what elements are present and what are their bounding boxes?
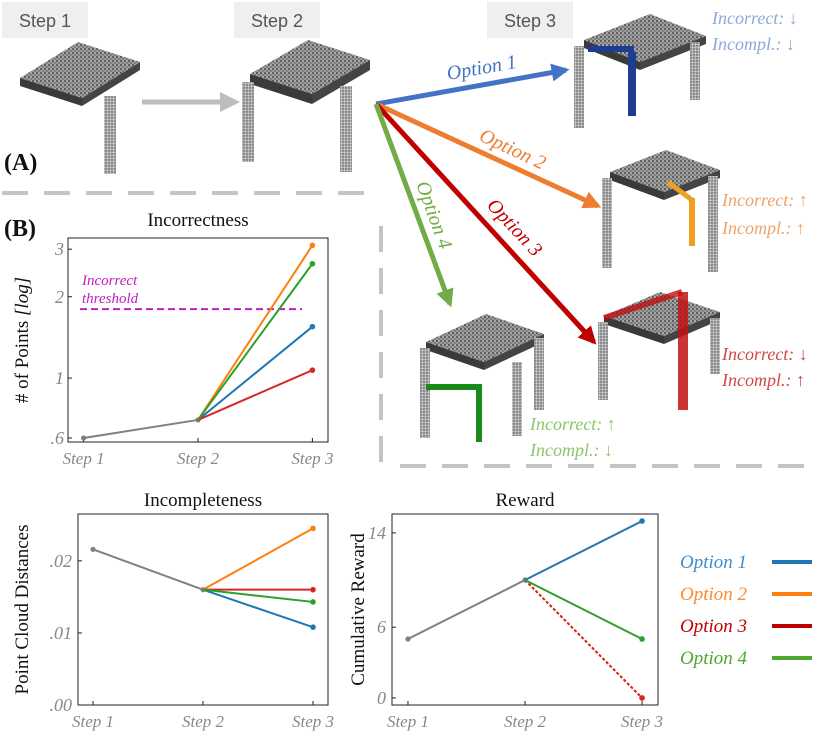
table-option-2 bbox=[602, 150, 720, 272]
status-option-4-incorrect: Incorrect: ↑ bbox=[529, 414, 616, 434]
status-option-1-incorrect: Incorrect: ↓ bbox=[711, 8, 798, 28]
series-point-o4 bbox=[309, 260, 316, 267]
status-option-3-incomplete: Incompl.: ↑ bbox=[721, 370, 805, 390]
x-tick-label: Step 1 bbox=[72, 712, 114, 731]
status-option-2-incorrect: Incorrect: ↑ bbox=[721, 190, 808, 210]
y-tick-label: 1 bbox=[55, 368, 64, 388]
x-tick-label: Step 3 bbox=[291, 449, 333, 468]
step-label-2: Step 2 bbox=[234, 2, 320, 38]
series-line-o4 bbox=[202, 588, 314, 603]
chart-title: Incorrectness bbox=[147, 210, 248, 231]
legend-label-3: Option 3 bbox=[680, 616, 747, 637]
status-option-4-incomplete: Incompl.: ↓ bbox=[529, 440, 613, 460]
threshold-label-line-1: Incorrect bbox=[81, 273, 138, 289]
base-line bbox=[407, 579, 526, 640]
threshold-label-line-2: threshold bbox=[82, 291, 139, 307]
series-point-o1 bbox=[309, 323, 316, 330]
y-tick-label: .00 bbox=[50, 695, 73, 715]
plot-frame bbox=[67, 237, 329, 443]
status-option-4: Incorrect: ↑ Incompl.: ↓ bbox=[529, 414, 616, 460]
y-axis-label: # of Points [log] bbox=[12, 277, 33, 403]
arrow-option-4 bbox=[373, 103, 454, 308]
y-tick-label: .6 bbox=[51, 428, 65, 448]
x-tick-label: Step 2 bbox=[504, 712, 547, 731]
x-tick-label: Step 1 bbox=[63, 449, 105, 468]
table-option-4 bbox=[420, 314, 544, 442]
y-tick-label: 14 bbox=[368, 523, 386, 543]
step-label-1-text: Step 1 bbox=[19, 11, 71, 31]
series-line-o4 bbox=[524, 579, 643, 640]
chart-legend: Option 1 Option 2 Option 3 Option 4 bbox=[680, 552, 812, 669]
y-tick-label: 0 bbox=[377, 688, 386, 708]
y-axis-label: Point Cloud Distances bbox=[12, 525, 33, 695]
status-option-2-incomplete: Incompl.: ↑ bbox=[721, 218, 805, 238]
table-option-1 bbox=[574, 14, 706, 128]
series-line-o1 bbox=[202, 588, 314, 629]
chart-incorrectness: Incorrectness # of Points [log] .6 1 2 3Step … bbox=[12, 210, 333, 468]
arrow-option-2 bbox=[374, 101, 602, 209]
series-point-o3 bbox=[310, 586, 316, 593]
status-option-3-incorrect: Incorrect: ↓ bbox=[721, 344, 808, 364]
table-option-3 bbox=[598, 289, 720, 410]
base-line bbox=[83, 418, 199, 440]
series-line-o3 bbox=[524, 579, 643, 699]
base-point-step-1 bbox=[90, 546, 96, 552]
step-label-3-text: Step 3 bbox=[504, 11, 556, 31]
panel-a-label: (A) bbox=[4, 150, 37, 176]
series-line-o4 bbox=[197, 263, 314, 421]
y-tick-label: 3 bbox=[54, 239, 64, 259]
base-line bbox=[92, 548, 204, 591]
panel-b-label: (B) bbox=[4, 216, 36, 242]
step-label-2-text: Step 2 bbox=[251, 11, 303, 31]
status-option-3: Incorrect: ↓ Incompl.: ↑ bbox=[721, 344, 808, 390]
series-point-o1 bbox=[639, 518, 645, 524]
chart-title: Reward bbox=[495, 490, 555, 511]
status-option-2: Incorrect: ↑ Incompl.: ↑ bbox=[721, 190, 808, 238]
y-tick-label: .02 bbox=[50, 551, 73, 571]
table-step-2 bbox=[242, 40, 370, 172]
x-tick-label: Step 2 bbox=[177, 449, 220, 468]
table-step-1 bbox=[20, 42, 140, 174]
series-point-o4 bbox=[639, 636, 645, 642]
chart-title: Incompleteness bbox=[144, 490, 262, 511]
series-point-o3 bbox=[309, 367, 316, 373]
arrow-option-3 bbox=[374, 102, 597, 345]
legend-label-2: Option 2 bbox=[680, 584, 748, 605]
status-option-1-incomplete: Incompl.: ↓ bbox=[711, 34, 795, 54]
legend-label-4: Option 4 bbox=[680, 648, 748, 669]
x-tick-label: Step 3 bbox=[621, 712, 663, 731]
x-tick-label: Step 3 bbox=[292, 712, 334, 731]
x-tick-label: Step 1 bbox=[387, 712, 429, 731]
series-line-o2 bbox=[202, 527, 314, 591]
x-tick-label: Step 2 bbox=[182, 712, 225, 731]
series-point-o1 bbox=[310, 624, 316, 630]
series-line-o3 bbox=[197, 369, 313, 421]
step-label-1: Step 1 bbox=[2, 2, 88, 38]
arrow-option-1 bbox=[375, 63, 570, 107]
plot-frame bbox=[77, 513, 329, 706]
status-option-1: Incorrect: ↓ Incompl.: ↓ bbox=[711, 8, 798, 54]
y-tick-label: 6 bbox=[377, 617, 386, 637]
series-line-o1 bbox=[524, 520, 643, 581]
series-point-o4 bbox=[310, 599, 316, 605]
y-axis-label: Cumulative Reward bbox=[348, 533, 369, 686]
y-tick-label: 2 bbox=[55, 287, 64, 307]
step-label-3: Step 3 bbox=[487, 2, 573, 38]
series-point-o2 bbox=[310, 525, 316, 532]
series-point-o3 bbox=[639, 695, 645, 701]
y-tick-label: .01 bbox=[50, 623, 73, 643]
base-point-step-1 bbox=[405, 636, 411, 642]
series-point-o2 bbox=[309, 242, 316, 249]
plot-frame bbox=[391, 513, 659, 706]
series-line-o2 bbox=[197, 244, 314, 421]
series-line-o1 bbox=[197, 325, 314, 421]
base-point-step-1 bbox=[81, 435, 87, 441]
legend-label-1: Option 1 bbox=[680, 552, 747, 573]
